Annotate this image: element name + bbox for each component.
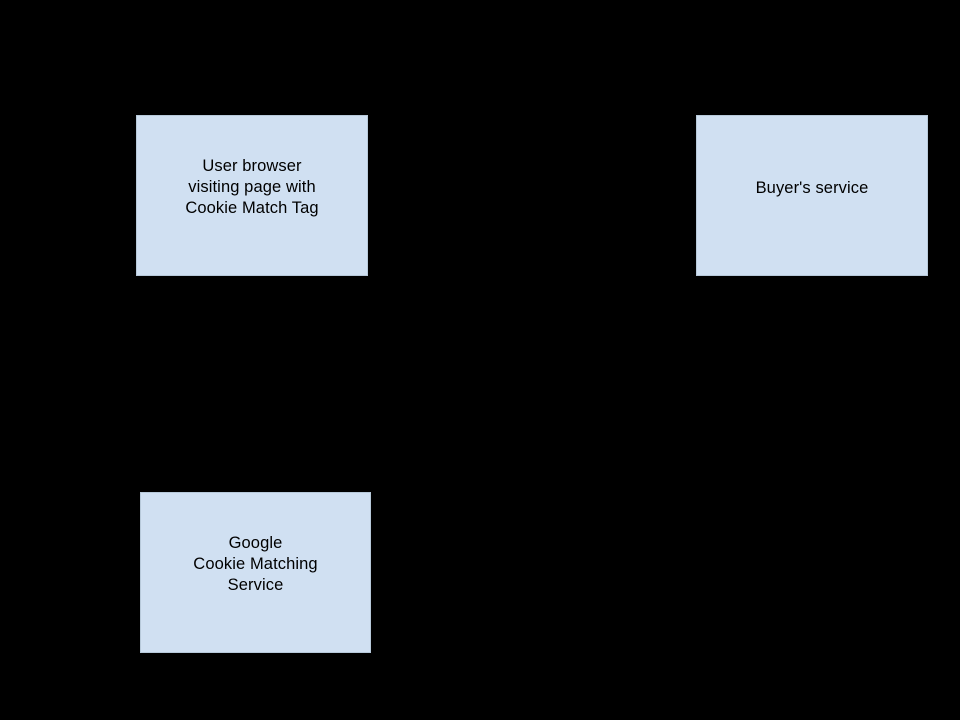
diagram-node-user-browser-label: User browser visiting page with Cookie M… [185, 157, 319, 217]
diagram-node-user-browser[interactable]: User browser visiting page with Cookie M… [136, 115, 368, 276]
diagram-node-buyers-service[interactable]: Buyer's service [696, 115, 928, 276]
diagram-node-google-cookie-matching-service-label: Google Cookie Matching Service [193, 534, 318, 594]
diagram-node-buyers-service-label: Buyer's service [755, 179, 869, 197]
diagram-node-google-cookie-matching-service[interactable]: Google Cookie Matching Service [140, 492, 371, 653]
